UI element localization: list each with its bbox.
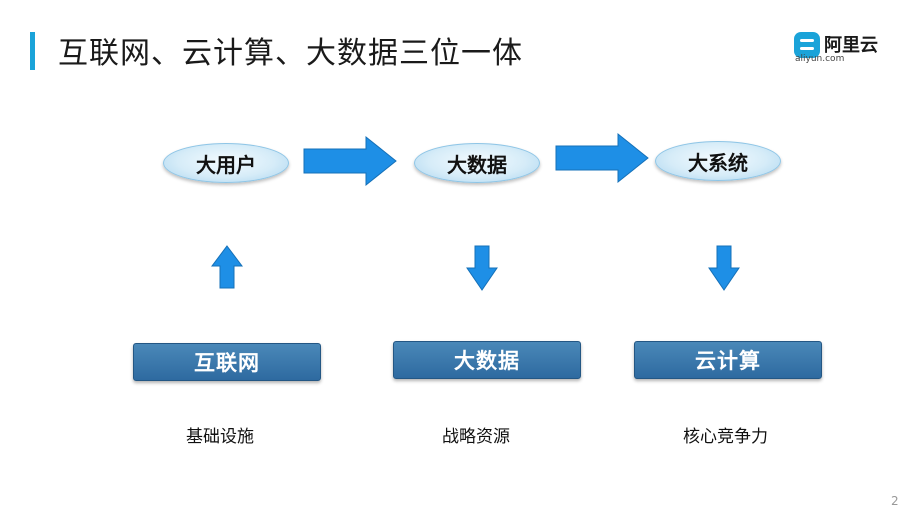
pill-big-data: 大数据 [414, 143, 540, 183]
caption-core-competitiveness: 核心竞争力 [683, 427, 768, 447]
down-arrow-icon [466, 245, 498, 291]
box-cloud-computing: 云计算 [634, 341, 822, 379]
caption-strategic-resource: 战略资源 [442, 427, 510, 447]
logo-domain: aliyun.com [795, 54, 845, 64]
up-arrow-icon [211, 245, 243, 289]
pill-big-system: 大系统 [655, 141, 781, 181]
right-arrow-icon [555, 132, 649, 184]
aliyun-cloud-icon [794, 32, 820, 58]
title-accent-bar [30, 32, 35, 70]
slide-title: 互联网、云计算、大数据三位一体 [58, 36, 523, 71]
down-arrow-icon [708, 245, 740, 291]
logo-name: 阿里云 [824, 35, 878, 56]
page-number: 2 [891, 494, 899, 508]
aliyun-logo: 阿里云 aliyun.com [794, 32, 894, 66]
pill-big-users: 大用户 [163, 143, 289, 183]
box-big-data: 大数据 [393, 341, 581, 379]
right-arrow-icon [303, 135, 397, 187]
box-internet: 互联网 [133, 343, 321, 381]
caption-infrastructure: 基础设施 [186, 427, 254, 447]
